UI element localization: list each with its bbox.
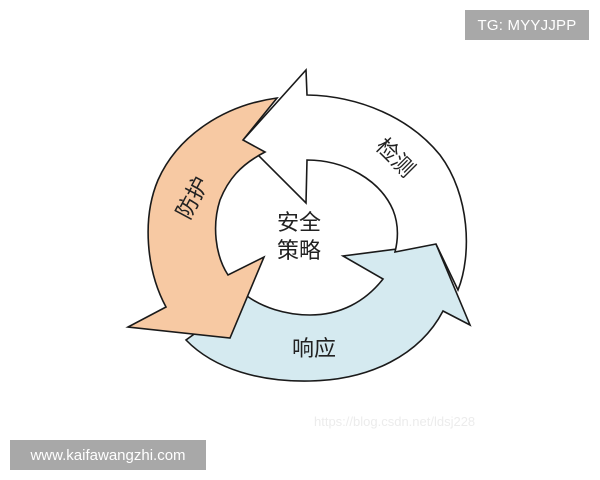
website-badge: www.kaifawangzhi.com: [10, 440, 206, 470]
center-label-line2: 策略: [277, 239, 321, 264]
telegram-badge: TG: MYYJJPP: [465, 10, 589, 40]
response-arrow: [184, 243, 472, 382]
center-label-line1: 安全: [277, 211, 321, 236]
watermark-url: https://blog.csdn.net/ldsj228: [314, 414, 476, 429]
response-label: 响应: [292, 337, 336, 362]
protection-arrow: [125, 96, 279, 339]
detection-arrow: [241, 68, 468, 292]
